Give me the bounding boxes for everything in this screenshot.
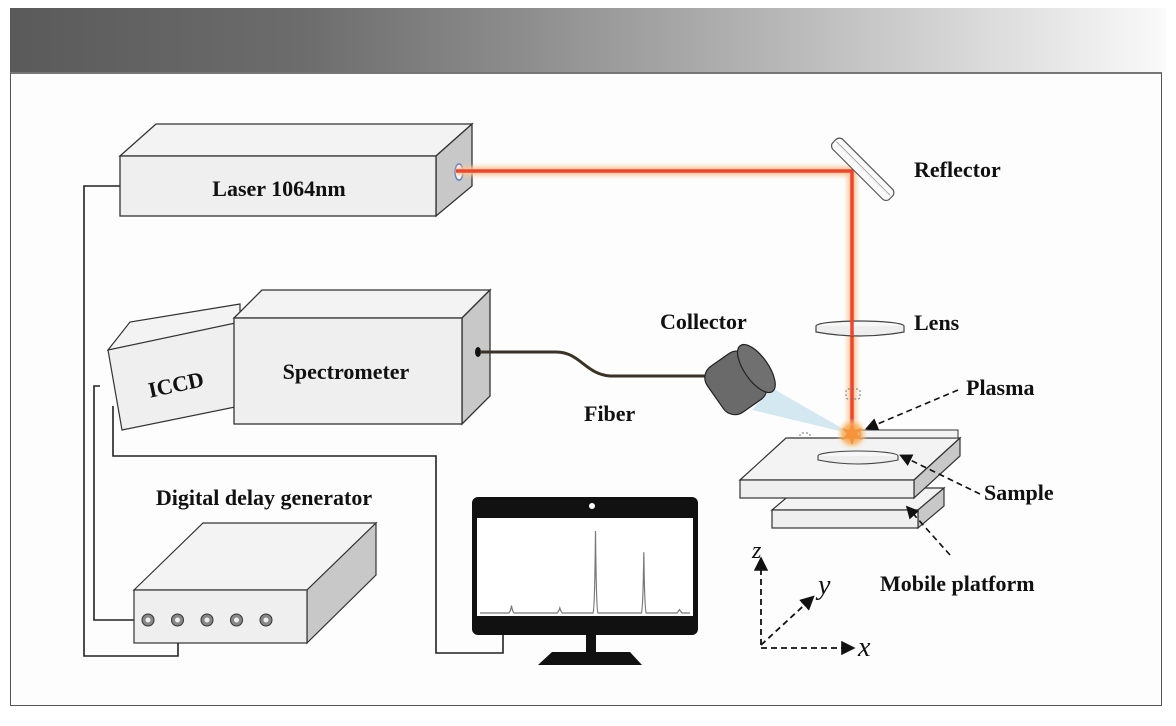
laser-label: Laser 1064nm: [212, 176, 345, 201]
plasma-spark: [836, 418, 868, 450]
callout-arrows: [865, 389, 981, 556]
bnc-port-core: [234, 617, 239, 623]
collector-lens-housing: [704, 343, 776, 416]
iccd-camera: ICCD: [106, 303, 241, 431]
monitor-spectrum-trace: [480, 530, 690, 614]
y-axis: [760, 595, 815, 646]
digital-delay-generator: [132, 521, 378, 645]
y-axis-label: y: [815, 570, 831, 601]
sample-callout: [899, 454, 981, 495]
coordinate-axes: [753, 556, 856, 656]
lens-label: Lens: [914, 310, 960, 335]
reflector-label: Reflector: [914, 157, 1001, 182]
beam-marker: [845, 388, 861, 400]
spectrometer-port-icon: [475, 347, 481, 357]
platform-callout: [905, 505, 951, 556]
spectrometer-label: Spectrometer: [283, 359, 410, 384]
optical-fiber: [480, 350, 712, 378]
wire-laser-to-delay: [83, 185, 179, 657]
x-axis-label: x: [857, 632, 871, 663]
bnc-port-core: [145, 617, 151, 623]
wire-iccd-to-delay: [93, 385, 148, 621]
reflector-mirror: [830, 137, 895, 202]
bnc-port-core: [263, 617, 269, 623]
sample-label: Sample: [984, 480, 1054, 505]
control-wires: [83, 185, 504, 657]
plasma-label: Plasma: [966, 375, 1034, 400]
sample-disc: [817, 450, 899, 465]
collection-cone: [752, 388, 852, 434]
webcam-icon: [589, 503, 595, 509]
wire-iccd-to-monitor: [112, 406, 504, 654]
z-axis-label: z: [751, 538, 762, 564]
delay-generator-label: Digital delay generator: [156, 485, 373, 510]
focusing-lens: [815, 320, 905, 337]
plasma-callout: [865, 389, 959, 431]
collector-label: Collector: [660, 309, 747, 334]
header-gradient-band: [10, 8, 1166, 72]
laser-unit: Laser 1064nm: [118, 122, 474, 218]
laser-beam: [456, 166, 857, 432]
bnc-port-core: [175, 617, 180, 623]
spectrometer-unit: Spectrometer: [232, 288, 492, 426]
delay-generator-ports: [141, 613, 273, 627]
fiber-label: Fiber: [584, 401, 636, 426]
bnc-port-core: [204, 617, 210, 623]
computer-monitor: [472, 497, 698, 665]
mobile-platform-label: Mobile platform: [880, 571, 1035, 596]
